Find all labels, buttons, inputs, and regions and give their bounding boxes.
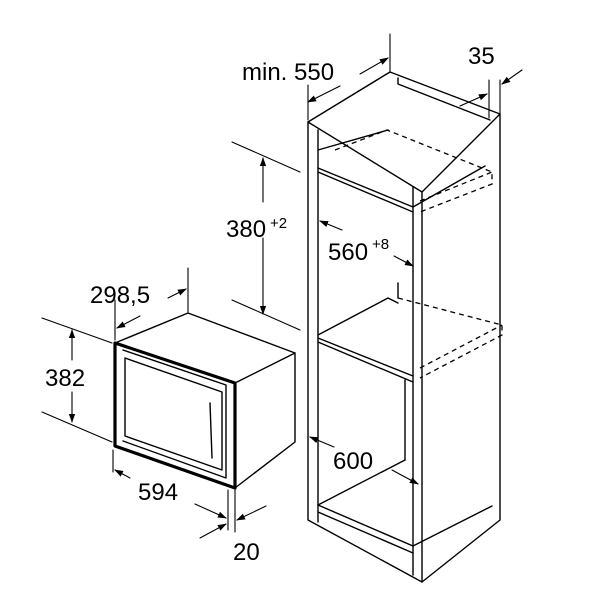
label-niche-width: 560: [328, 239, 368, 266]
dimension-appliance-width: 594: [112, 449, 229, 531]
dimension-front-thickness: 20: [199, 489, 267, 566]
label-appliance-height: 382: [45, 365, 85, 392]
label-niche-height: 380: [226, 216, 266, 243]
label-niche-height-tolerance: +2: [270, 215, 287, 232]
microwave-appliance: [113, 312, 296, 490]
dimension-cabinet-depth: min. 550: [242, 33, 391, 121]
label-front-offset: 35: [468, 43, 495, 70]
dimension-appliance-height: 382: [41, 317, 113, 443]
dimension-front-offset: 35: [459, 43, 523, 119]
tall-cabinet: [307, 71, 503, 583]
label-niche-width-tolerance: +8: [372, 236, 389, 253]
label-cabinet-width: 600: [333, 448, 373, 475]
dimension-cabinet-width: 600: [309, 436, 419, 485]
label-appliance-depth: 298,5: [90, 282, 150, 309]
label-appliance-width: 594: [138, 479, 178, 506]
label-front-thickness: 20: [233, 539, 260, 566]
label-cabinet-depth: min. 550: [242, 59, 334, 86]
dimension-appliance-depth: 298,5: [90, 267, 189, 341]
dimension-niche-height: 380 +2: [226, 141, 301, 331]
dimension-niche-width: 560 +8: [319, 220, 414, 267]
